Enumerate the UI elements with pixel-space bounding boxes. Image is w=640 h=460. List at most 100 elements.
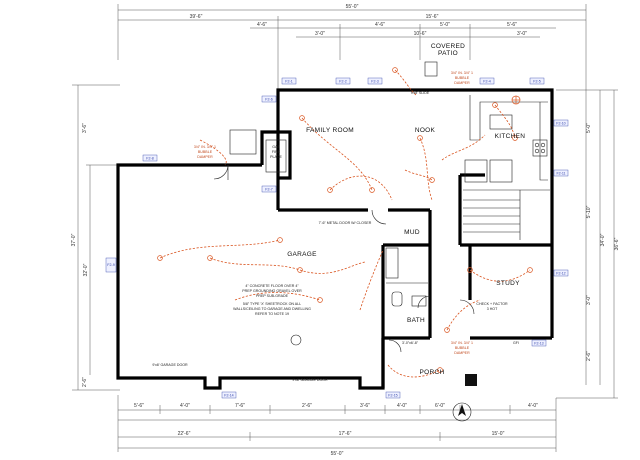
svg-text:F2-7: F2-7: [265, 188, 272, 192]
dim-top-right: 15'-6": [426, 14, 439, 20]
room-label-kitchen: KITCHEN: [495, 133, 526, 140]
dim-bottom-row2-1: 22'-6": [178, 431, 191, 437]
tag-15: F2-15: [385, 391, 401, 399]
note-entry-door: 3'-0"x6'-8": [402, 341, 419, 345]
dim-bottom-row3-4: 2'-6": [302, 403, 312, 409]
electrical-circuits: [159, 69, 531, 378]
dim-bottom-row3-6: 4'-0": [397, 403, 407, 409]
room-label-covered: COVERED: [431, 43, 465, 50]
room-labels: COVERED PATIO FAMILY ROOM NOOK KITCHEN G…: [287, 43, 525, 376]
tag-9: F2-9: [105, 257, 117, 273]
room-label-porch: PORCH: [420, 369, 445, 376]
tag-14: F2-14: [221, 391, 237, 399]
note-gas-fireplace-1: GAS: [272, 145, 280, 149]
room-label-patio: PATIO: [438, 50, 458, 57]
svg-text:F2-3: F2-3: [371, 80, 378, 84]
dimension-lines: 55'-0" 39'-6" 15'-6" 4'-6" 4'-6" 5'-0" 5…: [71, 4, 620, 457]
tag-13: F2-13: [531, 339, 547, 347]
dim-left-small-1: 3'-6": [82, 123, 88, 133]
dim-bottom-row2-2: 17'-6": [339, 431, 352, 437]
svg-text:F2-15: F2-15: [388, 394, 397, 398]
note-garage-wall-3: REFER TO NOTE 19: [255, 312, 289, 316]
note-steel-door: 7'-6" METAL DOOR W/ CLOSER: [319, 221, 372, 225]
room-label-mud: MUD: [404, 229, 420, 236]
dim-bottom-row2-3: 15'-0": [492, 431, 505, 437]
tag-5: F2-5: [529, 77, 545, 85]
note-study-check-1: CHECK + FACTOR: [476, 302, 508, 306]
tag-6: F2-6: [261, 95, 277, 103]
svg-text:F2-2: F2-2: [339, 80, 346, 84]
note-garage-slab-3: PREP SUB-GRADE: [256, 294, 289, 298]
dim-right-overall: 36'-6": [614, 237, 620, 250]
svg-text:F2-8: F2-8: [146, 157, 153, 161]
dim-top-row3-2: 4'-6": [375, 22, 385, 28]
svg-text:F2-12: F2-12: [556, 272, 565, 276]
tag-2: F2-2: [335, 77, 351, 85]
element-tags: F2-1 F2-2 F2-3 F2-4 F2-5 F2-6 F2-7 F2-8 …: [105, 77, 569, 399]
dim-bottom-row3-7: 6'-0": [435, 403, 445, 409]
dim-top-row4-2: 10'-6": [414, 31, 427, 37]
room-label-garage: GARAGE: [287, 251, 317, 258]
dim-left-small-2: 2'-6": [82, 377, 88, 387]
note-study-check-2: 3 HOT: [487, 307, 498, 311]
dim-right-small-3: 3'-0": [586, 295, 592, 305]
room-label-family-room: FAMILY ROOM: [306, 127, 354, 134]
svg-text:F2-1: F2-1: [285, 80, 292, 84]
dim-left-row2: 32'-0": [83, 263, 89, 276]
svg-text:F2-11: F2-11: [556, 172, 565, 176]
note-smoke-top-1: 3/4" IN. 3/4" 1: [451, 71, 473, 75]
drawing-notes: GAS FIRE PLACE 9'x8' SLIDE 7'-6" METAL D…: [152, 71, 519, 382]
svg-text:F2-10: F2-10: [556, 122, 565, 126]
dim-bottom-row3-5: 3'-6": [360, 403, 370, 409]
dim-top-row3-3: 5'-0": [440, 22, 450, 28]
note-smoke-left-1: 3/4" IN. 3/4" 1: [194, 145, 216, 149]
dim-bottom-overall: 55'-0": [331, 451, 344, 457]
note-porch-box-1: 3/4" IN. 3/4" 1: [451, 341, 473, 345]
note-patio-door: 9'x8' SLIDE: [411, 91, 430, 95]
dim-top-row3-4: 5'-6": [507, 22, 517, 28]
svg-text:F2-6: F2-6: [265, 98, 272, 102]
dim-right-small-2: 5'-10": [586, 205, 592, 218]
note-garage-wall-1: 5/8" TYPE 'X' SHEETROCK ON ALL: [243, 302, 301, 306]
svg-text:F2-14: F2-14: [224, 394, 233, 398]
note-gas-fireplace-3: PLACE: [270, 155, 282, 159]
room-label-study: STUDY: [496, 280, 520, 287]
svg-text:F2-13: F2-13: [534, 342, 543, 346]
note-garage-wall-2: WALLS/CEILING TO GARAGE AND DWELLING: [233, 307, 311, 311]
note-garage-door-left: 9'x8' GARAGE DOOR: [152, 363, 188, 367]
tag-10: F2-10: [553, 119, 569, 127]
exterior-walls: [116, 88, 554, 390]
note-smoke-left-3: DAMPER: [197, 155, 213, 159]
note-smoke-left-2: BUBBLE: [198, 150, 213, 154]
dim-bottom-row3-3: 7'-6": [235, 403, 245, 409]
dim-top-row4-3: 3'-0": [517, 31, 527, 37]
dim-bottom-row3-8: 4'-0": [528, 403, 538, 409]
dim-left-overall: 37'-0": [71, 233, 77, 246]
light-fixtures: [157, 67, 533, 373]
note-gas-fireplace-2: FIRE: [272, 150, 281, 154]
dim-right-small-1: 5'-0": [586, 123, 592, 133]
dim-top-row4-1: 3'-0": [315, 31, 325, 37]
note-porch-box-2: BUBBLE: [455, 346, 470, 350]
dim-bottom-row3-2: 4'-0": [180, 403, 190, 409]
tag-4: F2-4: [479, 77, 495, 85]
room-label-nook: NOOK: [415, 127, 436, 134]
svg-text:F2-9: F2-9: [107, 263, 114, 267]
dim-top-overall: 55'-0": [346, 4, 359, 10]
dim-right-small-4: 2'-6": [586, 351, 592, 361]
dim-top-row3-1: 4'-6": [257, 22, 267, 28]
tag-8: F2-8: [142, 154, 158, 162]
note-porch-box-3: DAMPER: [454, 351, 470, 355]
tag-7: F2-7: [261, 185, 277, 193]
dim-right-row2: 34'-0": [600, 233, 606, 246]
tag-11: F2-11: [553, 169, 569, 177]
tag-1: F2-1: [281, 77, 297, 85]
room-label-bath: BATH: [407, 317, 425, 324]
note-corner-label: GFI: [513, 341, 519, 345]
tag-12: F2-12: [553, 269, 569, 277]
note-smoke-top-2: BUBBLE: [455, 76, 470, 80]
dim-bottom-row3-1: 5'-6": [134, 403, 144, 409]
svg-text:F2-4: F2-4: [483, 80, 490, 84]
svg-text:F2-5: F2-5: [533, 80, 540, 84]
